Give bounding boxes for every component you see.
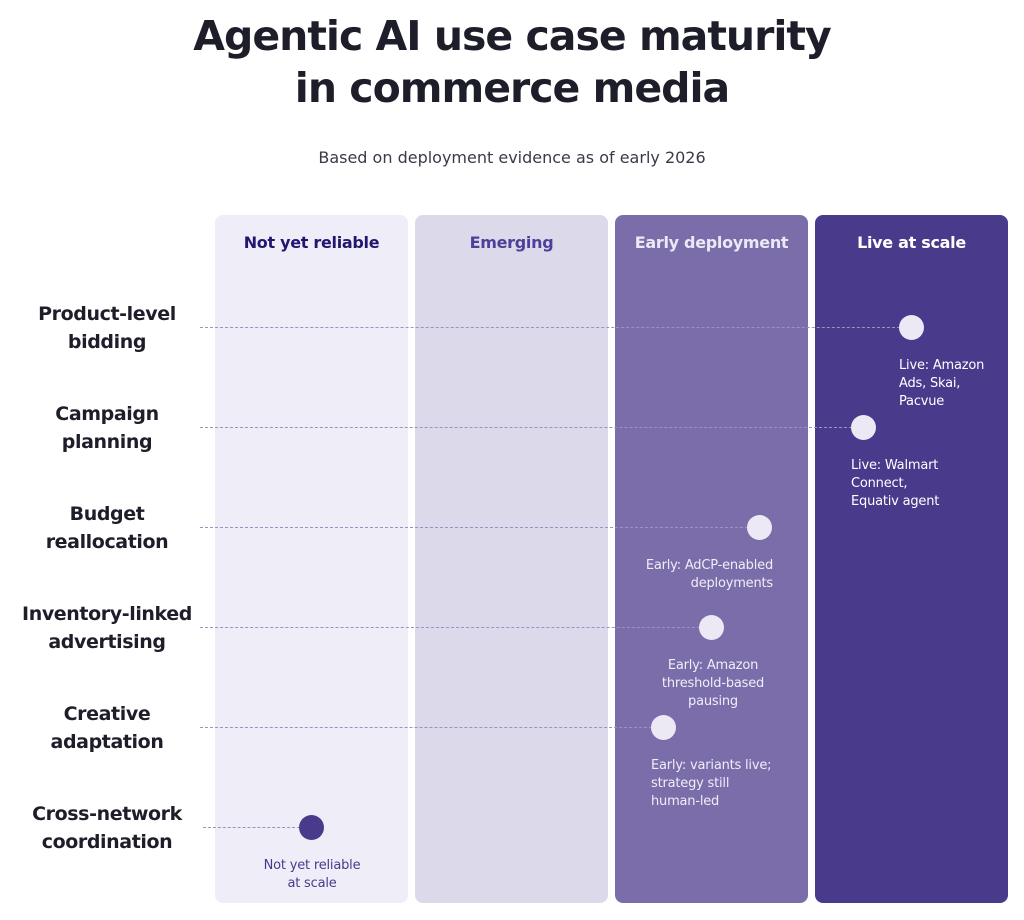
use-case-label-line: adaptation	[50, 731, 164, 753]
use-case-note: Not yet reliable at scale	[232, 857, 392, 893]
use-case-label-inventory-linked-advertising: Inventory-linked advertising	[0, 600, 214, 656]
column-label: Live at scale	[857, 233, 966, 252]
note-line: Early: variants live;	[651, 758, 772, 773]
use-case-label-line: bidding	[67, 331, 147, 353]
use-case-label-budget-reallocation: Budget reallocation	[0, 500, 214, 556]
use-case-note: Early: variants live; strategy still hum…	[651, 757, 803, 811]
use-case-note: Early: Amazon threshold-based pausing	[633, 657, 793, 711]
note-line: Not yet reliable	[263, 858, 361, 873]
page-title: Agentic AI use case maturity in commerce…	[0, 10, 1024, 114]
note-line: Pacvue	[899, 394, 945, 409]
use-case-note: Early: AdCP-enabled deployments	[621, 557, 773, 593]
use-case-note: Live: Walmart Connect, Equativ agent	[851, 457, 1001, 511]
connector-line	[200, 427, 852, 428]
connector-line	[200, 527, 748, 528]
column-label: Early deployment	[634, 233, 789, 252]
use-case-label-creative-adaptation: Creative adaptation	[0, 700, 214, 756]
note-line: pausing	[688, 694, 738, 709]
column-label: Emerging	[469, 233, 554, 252]
note-line: Live: Amazon	[899, 358, 985, 373]
title-line-1: Agentic AI use case maturity	[193, 12, 831, 60]
use-case-label-line: advertising	[48, 631, 166, 653]
column-early-deployment: Early deployment	[615, 215, 808, 903]
note-line: at scale	[287, 876, 337, 891]
use-case-label-campaign-planning: Campaign planning	[0, 400, 214, 456]
maturity-marker	[899, 315, 924, 340]
use-case-label-line: Campaign	[55, 403, 159, 425]
use-case-label-line: Creative	[63, 703, 151, 725]
connector-line	[203, 827, 300, 828]
note-line: Early: AdCP-enabled	[645, 558, 773, 573]
maturity-marker	[699, 615, 724, 640]
use-case-label-line: Budget	[69, 503, 145, 525]
note-line: Ads, Skai,	[899, 376, 961, 391]
use-case-label-line: reallocation	[45, 531, 169, 553]
note-line: Equativ agent	[851, 494, 940, 509]
use-case-label-product-level-bidding: Product-level bidding	[0, 300, 214, 356]
use-case-label-line: Cross-network	[32, 803, 182, 825]
note-line: human-led	[651, 794, 720, 809]
note-line: Connect,	[851, 476, 908, 491]
note-line: threshold-based	[661, 676, 765, 691]
connector-line	[200, 727, 652, 728]
use-case-label-line: Inventory-linked	[22, 603, 192, 625]
use-case-label-line: Product-level	[38, 303, 176, 325]
maturity-marker	[747, 515, 772, 540]
connector-line	[200, 327, 900, 328]
use-case-note: Live: Amazon Ads, Skai, Pacvue	[899, 357, 1009, 411]
note-line: Early: Amazon	[667, 658, 759, 673]
note-line: Live: Walmart	[851, 458, 939, 473]
column-emerging: Emerging	[415, 215, 608, 903]
column-not-yet-reliable: Not yet reliable	[215, 215, 408, 903]
title-line-2: in commerce media	[294, 64, 730, 112]
connector-line	[200, 627, 700, 628]
note-line: strategy still	[651, 776, 730, 791]
maturity-marker	[651, 715, 676, 740]
column-label: Not yet reliable	[243, 233, 380, 252]
maturity-marker	[851, 415, 876, 440]
use-case-label-line: planning	[61, 431, 153, 453]
use-case-label-line: coordination	[41, 831, 173, 853]
use-case-label-cross-network-coordination: Cross-network coordination	[0, 800, 214, 856]
maturity-marker	[299, 815, 324, 840]
note-line: deployments	[690, 576, 774, 591]
subtitle: Based on deployment evidence as of early…	[318, 148, 706, 167]
